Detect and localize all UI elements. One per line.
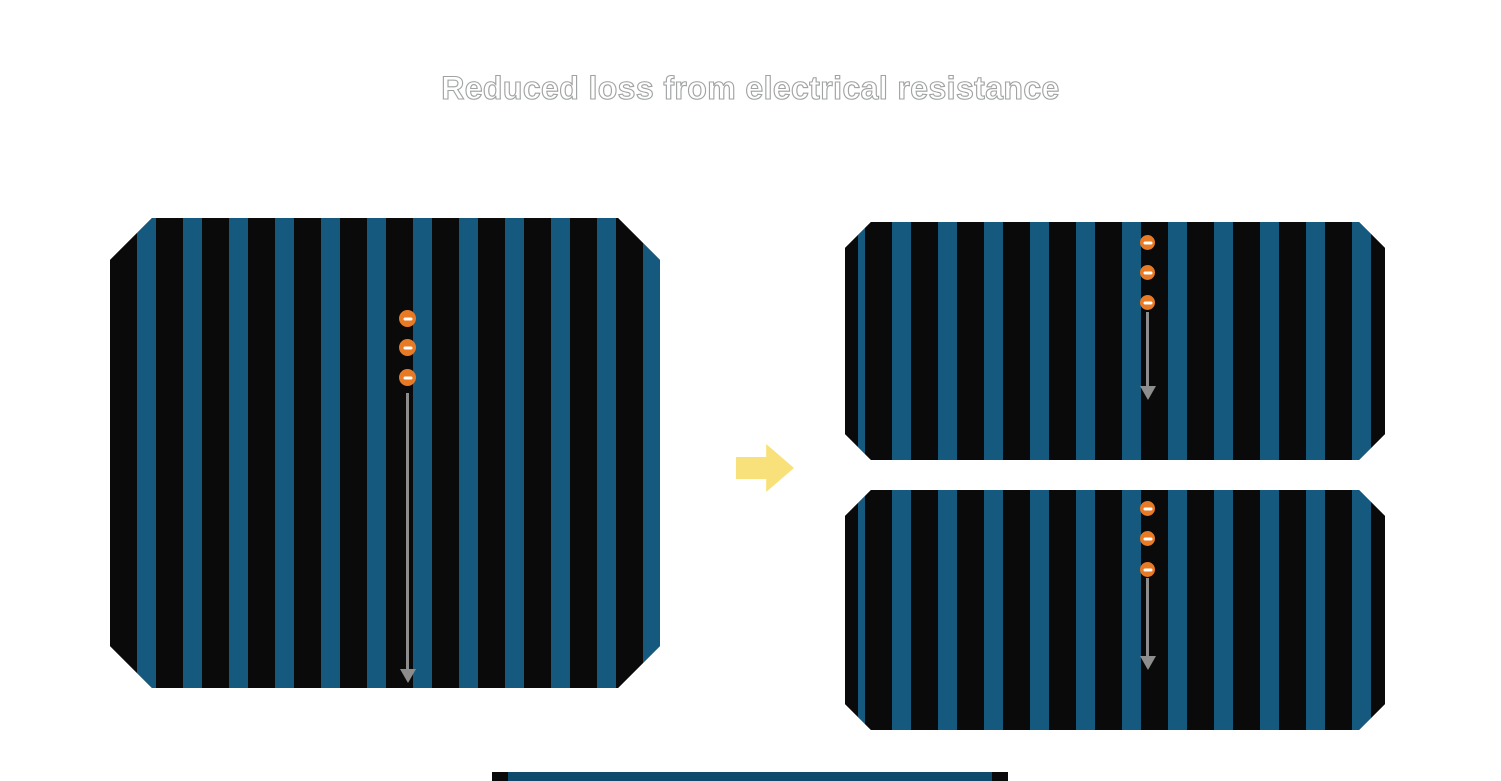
electron-icon (1140, 562, 1155, 577)
current-flow-arrow-icon (1139, 578, 1156, 670)
current-flow-arrow-icon (399, 393, 416, 683)
diagram-title: Reduced loss from electrical resistance (441, 69, 1060, 106)
transform-arrow-icon (736, 444, 794, 492)
electron-icon (1140, 235, 1155, 250)
electron-icon (1140, 295, 1155, 310)
full-cell (110, 218, 660, 688)
electron-icon (399, 339, 416, 356)
electron-icon (1140, 531, 1155, 546)
electron-icon (399, 369, 416, 386)
half-cell-bottom (845, 490, 1385, 730)
current-flow-arrow-icon (1139, 312, 1156, 400)
cropped-cell-edge (492, 772, 1008, 781)
half-cell-top (845, 222, 1385, 460)
electron-icon (1140, 501, 1155, 516)
electron-icon (1140, 265, 1155, 280)
electron-icon (399, 310, 416, 327)
